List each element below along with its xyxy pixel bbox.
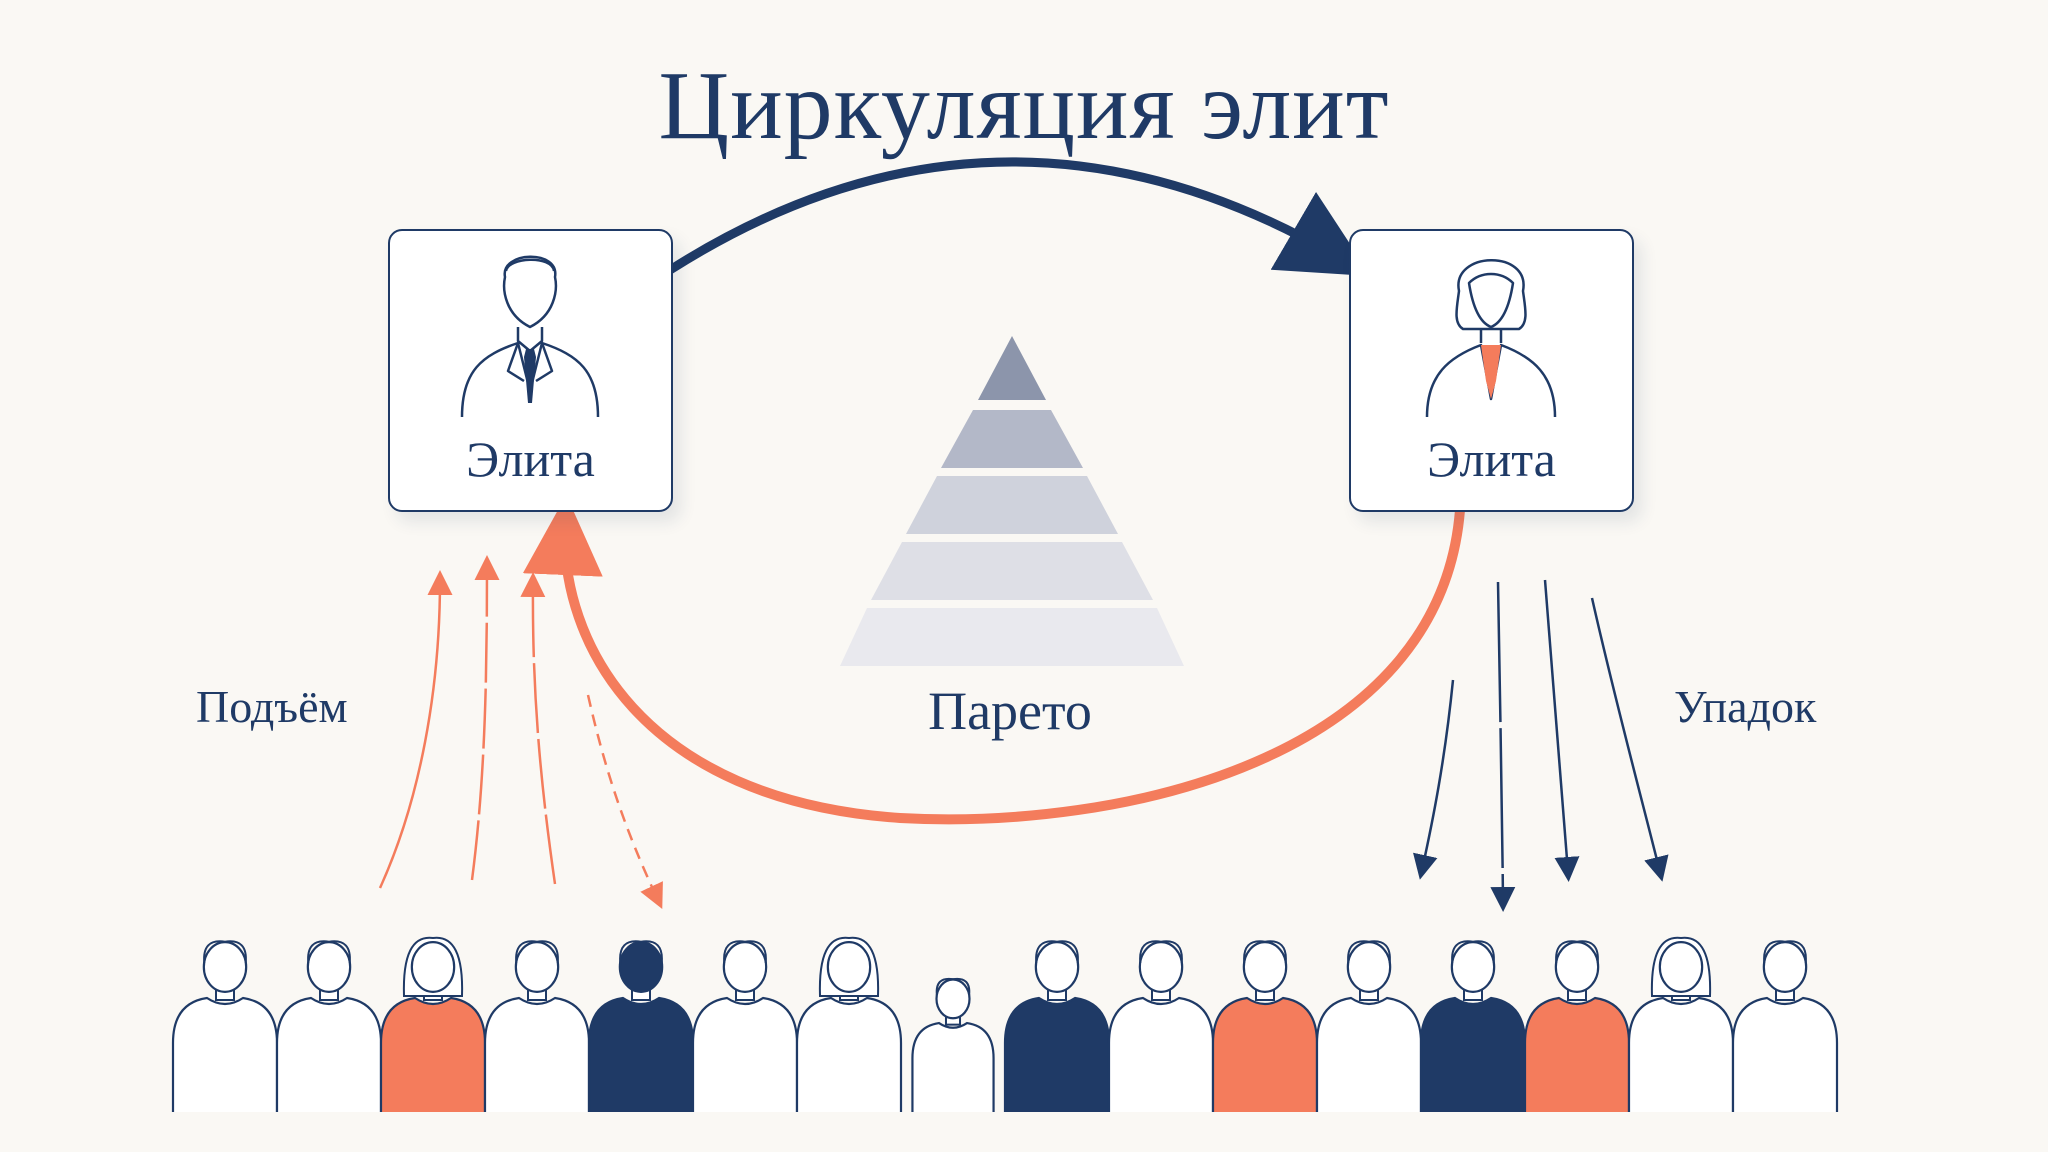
person-body bbox=[911, 1021, 995, 1112]
person-figure bbox=[1315, 940, 1423, 1112]
person-head bbox=[514, 941, 560, 993]
person-body bbox=[1419, 996, 1527, 1112]
rise-arrows bbox=[378, 555, 663, 910]
woman-in-suit-icon bbox=[1425, 259, 1557, 418]
decline-arrow bbox=[1543, 579, 1580, 882]
person-body bbox=[1731, 996, 1839, 1112]
bottom-circulation-arrow bbox=[522, 495, 1465, 825]
person-figure bbox=[1419, 940, 1527, 1112]
person-body bbox=[379, 996, 487, 1112]
person-head bbox=[1450, 941, 1496, 993]
rise-arrow bbox=[470, 555, 500, 881]
person-hairline bbox=[1139, 940, 1183, 964]
person-body bbox=[795, 996, 903, 1112]
decline-label: Упадок bbox=[1674, 681, 1817, 732]
person-head bbox=[1554, 941, 1600, 993]
person-head bbox=[202, 941, 248, 993]
pyramid-tier-4 bbox=[871, 542, 1153, 600]
pyramid-tier-3 bbox=[906, 476, 1118, 534]
person-hairline bbox=[307, 940, 351, 964]
person-hairline bbox=[1763, 940, 1807, 964]
person-body bbox=[587, 996, 695, 1112]
decline-arrow bbox=[1490, 581, 1516, 912]
person-figure bbox=[587, 940, 695, 1112]
person-hairline bbox=[723, 940, 767, 964]
pyramid-tier-1 bbox=[978, 336, 1046, 400]
person-body bbox=[1107, 996, 1215, 1112]
person-figure bbox=[795, 936, 903, 1112]
person-head bbox=[1762, 941, 1808, 993]
decline-arrow bbox=[1413, 679, 1455, 880]
fall-back-arrow bbox=[586, 694, 663, 910]
person-figure bbox=[1107, 940, 1215, 1112]
person-figure bbox=[911, 977, 995, 1112]
crowd bbox=[171, 936, 1839, 1112]
person-body bbox=[1211, 996, 1319, 1112]
person-hairline bbox=[1347, 940, 1391, 964]
pareto-pyramid bbox=[840, 336, 1184, 666]
person-hairline bbox=[1555, 940, 1599, 964]
person-hairline bbox=[619, 940, 663, 964]
pyramid-tier-2 bbox=[941, 410, 1083, 468]
elite-label-left: Элита bbox=[466, 431, 595, 487]
decline-arrow bbox=[1590, 597, 1669, 882]
person-body bbox=[1003, 996, 1111, 1112]
rise-arrow bbox=[378, 570, 453, 889]
person-hairline bbox=[1451, 940, 1495, 964]
person-head bbox=[618, 941, 664, 993]
person-body bbox=[691, 996, 799, 1112]
person-head bbox=[1034, 941, 1080, 993]
person-figure bbox=[1731, 940, 1839, 1112]
person-head bbox=[1242, 941, 1288, 993]
person-hairline bbox=[1035, 940, 1079, 964]
person-figure bbox=[1627, 936, 1735, 1112]
pyramid-tier-5 bbox=[840, 608, 1184, 666]
page-title: Циркуляция элит bbox=[658, 52, 1390, 160]
elite-card-right: Элита bbox=[1349, 229, 1634, 512]
person-head bbox=[826, 941, 872, 993]
man-in-suit-icon bbox=[460, 255, 600, 418]
pareto-label: Парето bbox=[928, 681, 1092, 741]
person-hairline bbox=[203, 940, 247, 964]
person-head bbox=[1346, 941, 1392, 993]
person-body bbox=[1627, 996, 1735, 1112]
person-hairline bbox=[935, 977, 971, 995]
person-body bbox=[1523, 996, 1631, 1112]
top-circulation-arrow bbox=[665, 157, 1372, 277]
person-figure bbox=[379, 936, 487, 1112]
person-head bbox=[306, 941, 352, 993]
elite-label-right: Элита bbox=[1427, 431, 1556, 487]
person-head bbox=[935, 978, 971, 1020]
person-figure bbox=[1003, 940, 1111, 1112]
person-body bbox=[1315, 996, 1423, 1112]
person-head bbox=[410, 941, 456, 993]
person-figure bbox=[171, 940, 279, 1112]
rise-label: Подъём bbox=[196, 681, 348, 732]
person-head bbox=[1138, 941, 1184, 993]
rise-arrow bbox=[520, 572, 557, 885]
person-figure bbox=[483, 940, 591, 1112]
decline-arrows bbox=[1413, 579, 1669, 912]
person-hairline bbox=[1243, 940, 1287, 964]
person-hairline bbox=[515, 940, 559, 964]
person-head bbox=[1658, 941, 1704, 993]
person-figure bbox=[275, 940, 383, 1112]
person-figure bbox=[1523, 940, 1631, 1112]
person-body bbox=[171, 996, 279, 1112]
person-figure bbox=[1211, 940, 1319, 1112]
elite-card-left: Элита bbox=[388, 229, 673, 512]
person-body bbox=[275, 996, 383, 1112]
person-head bbox=[722, 941, 768, 993]
person-body bbox=[483, 996, 591, 1112]
person-figure bbox=[691, 940, 799, 1112]
